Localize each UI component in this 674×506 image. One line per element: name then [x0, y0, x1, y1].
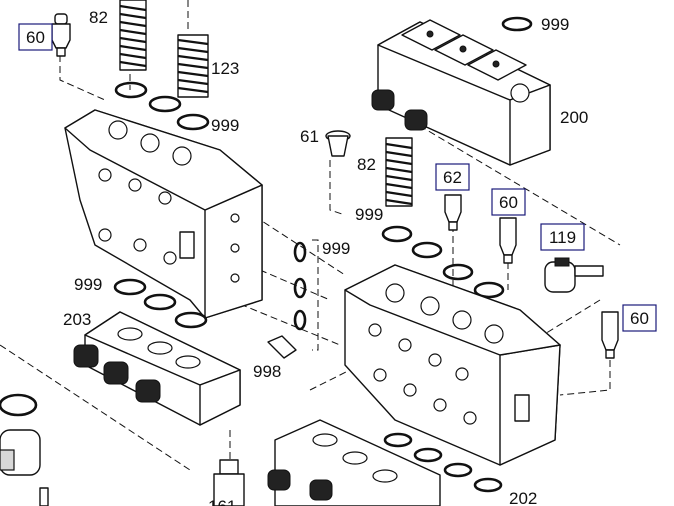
plug-61: [325, 130, 351, 157]
solenoid-block-200: [371, 19, 551, 166]
spring-123: [177, 34, 209, 98]
valve-block-right: [344, 264, 561, 466]
fitting-60-right: [601, 311, 619, 359]
label-82-middle: 82: [357, 155, 376, 174]
fitting-60-middle: [499, 217, 517, 264]
solenoid-block-202: [267, 419, 503, 506]
label-119: 119: [549, 228, 576, 247]
label-62: 62: [443, 168, 462, 187]
label-999-top: 999: [211, 116, 239, 135]
label-202: 202: [509, 489, 537, 506]
fitting-62: [444, 194, 462, 231]
label-999-middle: 999: [355, 205, 383, 224]
label-999-top-right: 999: [541, 15, 569, 34]
o-rings-middle: [113, 225, 505, 329]
fitting-161: [213, 459, 245, 506]
label-60-top-left: 60: [26, 28, 45, 47]
spring-82-middle: [385, 137, 413, 207]
solenoid-block-203: [73, 311, 241, 426]
boxed-label-60-middle: 60: [491, 188, 526, 216]
boxed-label-119: 119: [540, 223, 585, 251]
label-61: 61: [300, 127, 319, 146]
valve-block-left: [64, 109, 263, 319]
assembly-lines: [0, 0, 621, 471]
label-999-left: 999: [74, 275, 102, 294]
label-123: 123: [211, 59, 239, 78]
spring-82-top: [119, 0, 147, 71]
parts-left-edge: [0, 393, 49, 506]
label-998: 998: [253, 362, 281, 381]
label-999-side: 999: [322, 239, 350, 258]
solenoid-119: [544, 257, 604, 293]
fitting-60-top-left: [51, 13, 71, 57]
boxed-label-62: 62: [435, 163, 470, 191]
o-rings-top: [114, 16, 533, 131]
plug-998: [267, 335, 297, 359]
boxed-label-60-top-left: 60: [18, 23, 53, 51]
label-203: 203: [63, 310, 91, 329]
label-82-top: 82: [89, 8, 108, 27]
label-60-middle: 60: [499, 193, 518, 212]
label-60-right: 60: [630, 309, 649, 328]
o-rings-side: [293, 239, 319, 351]
label-161: 161: [208, 497, 236, 506]
boxed-label-60-right: 60: [622, 304, 657, 332]
label-200: 200: [560, 108, 588, 127]
